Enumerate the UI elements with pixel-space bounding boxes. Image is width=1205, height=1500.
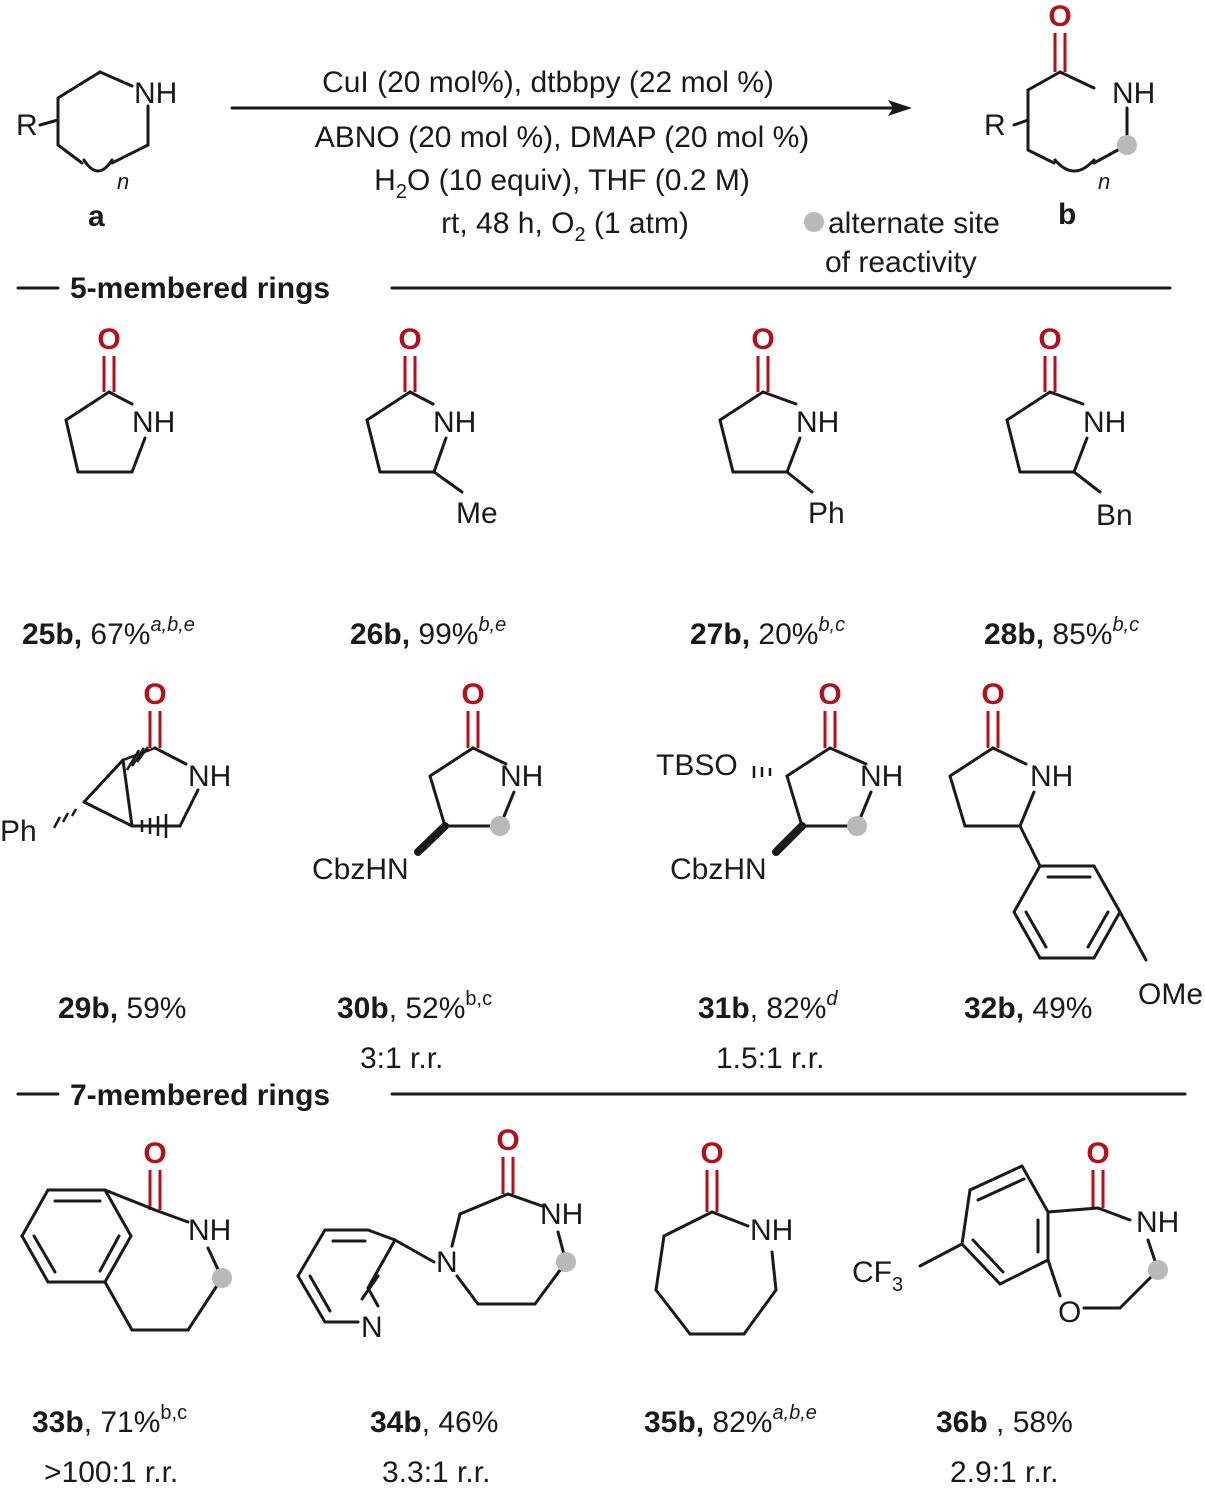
ring-size-n: n: [117, 169, 129, 194]
ring-oxygen: O: [1058, 1296, 1081, 1329]
compound-31b-structure: O NH TBSO CbzHN: [656, 678, 903, 886]
alternate-site-dot-icon: [490, 816, 510, 836]
compound-34b-caption: 34b, 46%: [370, 1406, 498, 1439]
carbonyl-oxygen: O: [818, 678, 841, 711]
conditions-line-2: ABNO (20 mol %), DMAP (20 mol %): [315, 121, 810, 154]
amide-nh: NH: [750, 1214, 793, 1247]
compound-33b-rr: >100:1 r.r.: [44, 1456, 178, 1489]
compound-33b-structure: O NH: [20, 1137, 232, 1332]
compound-34b-structure: O NH N N: [296, 1124, 583, 1344]
compound-35b-caption: 35b, 82%a,b,e: [644, 1402, 817, 1439]
compound-36b-rr: 2.9:1 r.r.: [950, 1456, 1058, 1489]
compound-28b-structure: O NH Bn: [1005, 323, 1133, 532]
compound-29b-caption: 29b, 59%: [58, 992, 186, 1025]
substrate-label: a: [88, 200, 105, 233]
alternate-site-dot-icon: [556, 1252, 576, 1272]
amide-nh: NH: [188, 760, 231, 793]
reaction-conditions: CuI (20 mol%), dtbbpy (22 mol %) ABNO (2…: [315, 66, 810, 246]
reaction-arrow: [230, 100, 912, 116]
amine-nh: NH: [134, 77, 177, 110]
compound-31b-rr: 1.5:1 r.r.: [716, 1042, 824, 1075]
section-title-7: 7-membered rings: [70, 1079, 330, 1112]
substrate-a: R NH n a: [16, 70, 177, 233]
compound-36b-caption: 36b , 58%: [936, 1406, 1073, 1439]
compound-33b-caption: 33b, 71%b,c: [32, 1402, 187, 1439]
compound-25b-caption: 25b, 67%a,b,e: [22, 614, 195, 651]
methoxy-substituent: OMe: [1138, 978, 1203, 1011]
compound-35b-structure: O NH: [654, 1137, 793, 1336]
trifluoromethyl-substituent: CF3: [852, 1256, 903, 1296]
alternate-site-dot-icon: [804, 212, 824, 232]
alternate-site-dot-icon: [847, 816, 867, 836]
legend-line-1: alternate site: [828, 207, 1000, 240]
carbonyl-oxygen: O: [700, 1137, 723, 1170]
compound-26b-structure: O NH Me: [365, 323, 498, 530]
carbonyl-oxygen: O: [1086, 1137, 1109, 1170]
alternate-site-dot-icon: [212, 1268, 232, 1288]
substituent-r: R: [16, 109, 38, 142]
carbonyl-oxygen: O: [143, 1137, 166, 1170]
legend-line-2: of reactivity: [825, 246, 977, 279]
product-b: O R NH n b: [984, 0, 1155, 231]
substituent-r: R: [984, 109, 1006, 142]
compound-30b-structure: O NH CbzHN: [312, 678, 543, 886]
carbonyl-oxygen: O: [97, 323, 120, 356]
product-label: b: [1058, 198, 1076, 231]
carbonyl-oxygen: O: [1038, 323, 1061, 356]
section-header-5-membered: 5-membered rings: [16, 272, 1172, 305]
alternate-site-dot-icon: [1117, 135, 1137, 155]
compound-30b-rr: 3:1 r.r.: [360, 1042, 443, 1075]
carbonyl-oxygen: O: [143, 678, 166, 711]
carbonyl-oxygen: O: [981, 678, 1004, 711]
compound-31b-caption: 31b, 82%d: [698, 988, 838, 1025]
alternate-site-dot-icon: [1148, 1260, 1168, 1280]
compound-28b-caption: 28b, 85%b,c: [984, 614, 1139, 651]
amide-nh: NH: [500, 760, 543, 793]
compound-27b-structure: O NH Ph: [718, 323, 845, 530]
amide-nh: NH: [433, 406, 476, 439]
amide-nh: NH: [132, 406, 175, 439]
compound-25b-structure: O NH: [64, 323, 175, 474]
conditions-line-1: CuI (20 mol%), dtbbpy (22 mol %): [322, 66, 774, 99]
cbz-amine-substituent: CbzHN: [312, 853, 409, 886]
carbonyl-oxygen: O: [496, 1124, 519, 1157]
conditions-line-3: H2O (10 equiv), THF (0.2 M): [374, 164, 750, 203]
amide-nh: NH: [796, 406, 839, 439]
compound-32b-structure: O NH OMe: [948, 678, 1203, 1011]
amide-nh: NH: [188, 1214, 231, 1247]
carbonyl-oxygen: O: [1048, 0, 1071, 33]
ring-size-n: n: [1098, 169, 1110, 194]
pyridine-nitrogen: N: [361, 1311, 383, 1344]
benzyl-substituent: Bn: [1096, 499, 1133, 532]
carbonyl-oxygen: O: [751, 323, 774, 356]
phenyl-substituent: Ph: [808, 497, 845, 530]
compound-29b-structure: O NH Ph: [0, 678, 231, 848]
ring-nitrogen: N: [436, 1246, 458, 1279]
carbonyl-oxygen: O: [398, 323, 421, 356]
tbso-substituent: TBSO: [656, 749, 738, 782]
compound-36b-structure: O NH O CF3: [852, 1137, 1179, 1329]
compound-27b-caption: 27b, 20%b,c: [690, 614, 845, 651]
compound-32b-caption: 32b, 49%: [964, 992, 1092, 1025]
section-title-5: 5-membered rings: [70, 272, 330, 305]
amide-nh: NH: [1136, 1206, 1179, 1239]
carbonyl-oxygen: O: [461, 678, 484, 711]
amide-nh: NH: [1112, 77, 1155, 110]
conditions-line-4: rt, 48 h, O2 (1 atm): [441, 207, 689, 246]
compound-26b-caption: 26b, 99%b,e: [350, 614, 506, 651]
amide-nh: NH: [1030, 760, 1073, 793]
amide-nh: NH: [860, 760, 903, 793]
phenyl-substituent: Ph: [0, 815, 37, 848]
alternate-site-legend: alternate site of reactivity: [804, 207, 1000, 279]
section-header-7-membered: 7-membered rings: [16, 1079, 1187, 1112]
amide-nh: NH: [540, 1198, 583, 1231]
compound-34b-rr: 3.3:1 r.r.: [382, 1456, 490, 1489]
cbz-amine-substituent: CbzHN: [670, 853, 767, 886]
amide-nh: NH: [1083, 406, 1126, 439]
methyl-substituent: Me: [456, 497, 498, 530]
compound-30b-caption: 30b, 52%b,c: [337, 988, 492, 1025]
